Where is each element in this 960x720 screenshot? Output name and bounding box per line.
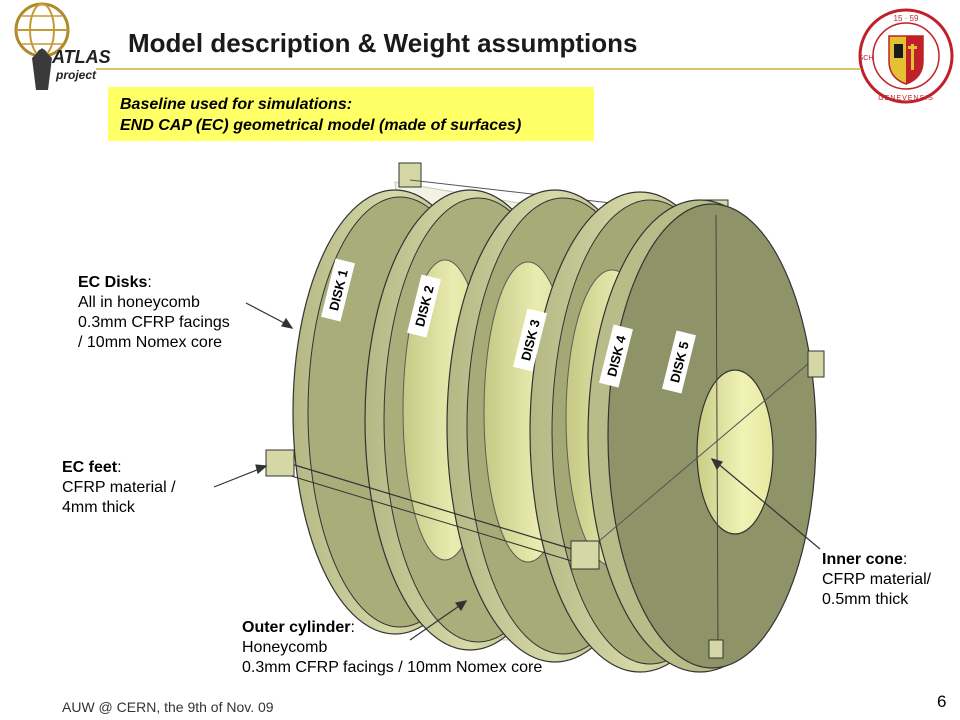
anno-ec-disks: EC Disks: All in honeycomb 0.3mm CFRP fa… [78, 274, 230, 351]
foot-left [265, 449, 295, 477]
anno-ec-feet: EC feet: CFRP material / 4mm thick [62, 459, 176, 516]
anno-ec-disks-line-3: / 10mm Nomex core [78, 334, 223, 351]
anno-inner-cone: Inner cone: CFRP material/ 0.5mm thick [822, 551, 932, 608]
shield-icon [888, 35, 924, 85]
foot-bottom [570, 540, 600, 570]
unige-seal: 15 · 59 GENEVENSIS SCH [858, 8, 954, 104]
atlas-figure-icon [32, 48, 52, 90]
leader-arrows [213, 302, 821, 641]
atlas-logo: ATLAS project [14, 2, 111, 90]
inner-cone-bore [696, 369, 774, 535]
svg-text:SCH: SCH [859, 55, 874, 62]
disk-label-3-box: DISK 3 [513, 308, 547, 372]
anno-inner-line-1: CFRP material/ [822, 571, 932, 588]
title-divider [96, 68, 861, 70]
anno-outer-heading: Outer cylinder [242, 619, 351, 636]
baseline-line-1: Baseline used for simulations: [120, 96, 353, 113]
baseline-callout: Baseline used for simulations: END CAP (… [108, 87, 594, 141]
svg-text:15 · 59: 15 · 59 [894, 14, 919, 23]
anno-ec-disks-line-1: All in honeycomb [78, 294, 200, 311]
anno-outer-line-2: 0.3mm CFRP facings / 10mm Nomex core [242, 659, 543, 676]
page-number: 6 [937, 692, 947, 711]
disk-5 [587, 199, 817, 673]
anno-ec-feet-heading: EC feet [62, 459, 118, 476]
anno-ec-feet-line-1: CFRP material / [62, 479, 176, 496]
foot-right [807, 350, 825, 378]
svg-text:project: project [55, 68, 97, 82]
footer-text: AUW @ CERN, the 9th of Nov. 09 [62, 699, 274, 715]
anno-inner-line-2: 0.5mm thick [822, 591, 909, 608]
anno-inner-heading: Inner cone [822, 551, 903, 568]
baseline-line-2: END CAP (EC) geometrical model (made of … [120, 117, 522, 134]
anno-ec-disks-line-2: 0.3mm CFRP facings [78, 314, 230, 331]
anno-ec-disks-heading: EC Disks [78, 274, 148, 291]
page-title: Model description & Weight assumptions [128, 28, 638, 58]
svg-text:GENEVENSIS: GENEVENSIS [878, 95, 934, 102]
anno-ec-feet-line-2: 4mm thick [62, 499, 135, 516]
anno-outer-line-1: Honeycomb [242, 639, 328, 656]
svg-text:ATLAS: ATLAS [51, 47, 111, 67]
foot-top-back [398, 162, 422, 188]
foot-bottom-right [708, 639, 724, 659]
anno-outer-cylinder: Outer cylinder: Honeycomb 0.3mm CFRP fac… [242, 619, 543, 676]
